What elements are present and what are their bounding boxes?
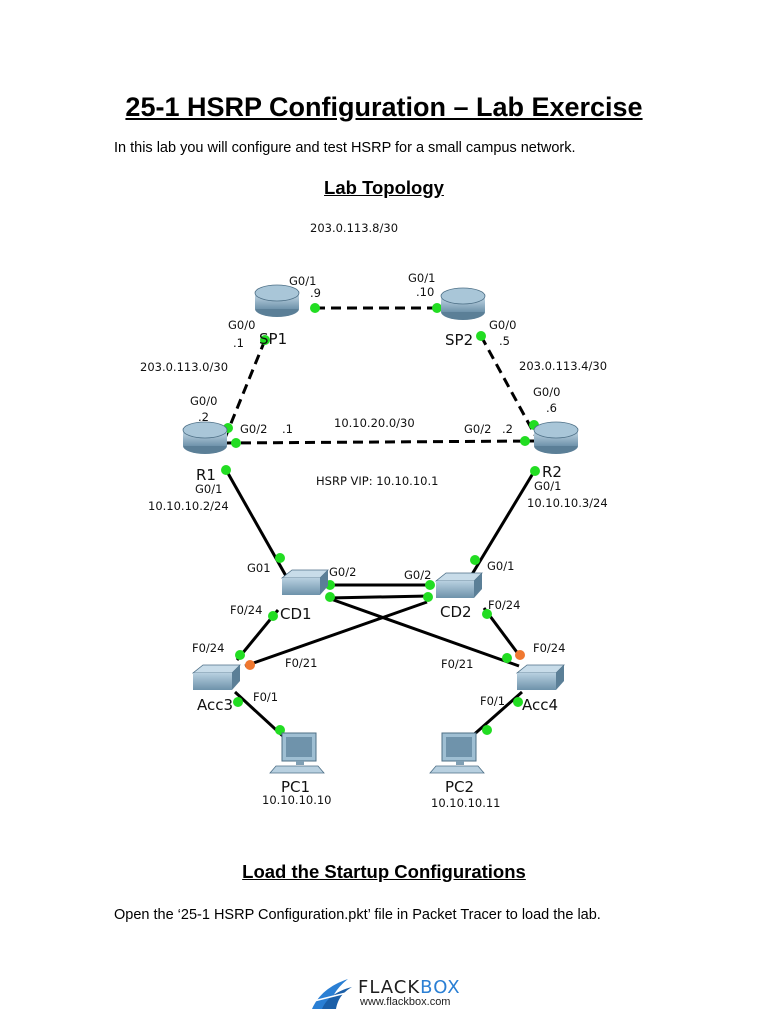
- brand-name: FLACKBOX: [358, 977, 461, 998]
- label-r1-lan-ip: 10.10.10.2/24: [148, 499, 229, 513]
- label-r2-g01: G0/1: [534, 479, 561, 493]
- section-heading-load: Load the Startup Configurations: [242, 861, 526, 882]
- label-acc4-f01: F0/1: [480, 694, 505, 708]
- label-sp-link-network: 203.0.113.8/30: [310, 221, 398, 235]
- label-sp1-g00: G0/0: [228, 318, 255, 332]
- label-r1-r2-network: 10.10.20.0/30: [334, 416, 415, 430]
- label-acc3-f01: F0/1: [253, 690, 278, 704]
- label-cd2-g02: G0/2: [404, 568, 431, 582]
- router-r2-icon: [533, 421, 579, 454]
- label-hsrp-vip: HSRP VIP: 10.10.10.1: [316, 474, 438, 488]
- link-r2-cd2: [469, 469, 537, 577]
- section-heading-topology: Lab Topology: [324, 177, 444, 198]
- label-acc3-f021: F0/21: [285, 656, 317, 670]
- page-title: 25-1 HSRP Configuration – Lab Exercise: [125, 92, 643, 122]
- label-cd2-f024: F0/24: [488, 598, 520, 612]
- brand-url: www.flackbox.com: [360, 996, 451, 1008]
- label-sp1-g00-ip: .1: [233, 336, 244, 350]
- label-sp2-g00-ip: .5: [499, 334, 510, 348]
- label-sp2-g01: G0/1: [408, 271, 435, 285]
- label-r2-sp2-network: 203.0.113.4/30: [519, 359, 607, 373]
- port-lights: [221, 303, 540, 735]
- label-r1: R1: [196, 466, 216, 484]
- router-r1-icon: [182, 421, 228, 454]
- label-pc1-ip: 10.10.10.10: [262, 793, 332, 807]
- label-sp2: SP2: [445, 331, 473, 349]
- label-cd1-g01: G01: [247, 561, 271, 575]
- link-sp2-r2: [479, 335, 537, 436]
- link-r1-r2: [224, 439, 536, 445]
- switch-acc3-icon: [191, 664, 241, 690]
- link-cd2-acc3: [244, 600, 428, 668]
- pc1-icon: [269, 732, 325, 774]
- label-r2-g00-ip: .6: [546, 401, 557, 415]
- flackbox-wing-icon: [312, 979, 352, 1009]
- link-sp1-r1: [223, 339, 267, 439]
- label-cd1: CD1: [280, 605, 312, 623]
- label-sp2-g00: G0/0: [489, 318, 516, 332]
- label-acc4-f021: F0/21: [441, 657, 473, 671]
- intro-text: In this lab you will configure and test …: [114, 140, 576, 156]
- label-cd1-g02: G0/2: [329, 565, 356, 579]
- label-r1-g00-ip: .2: [198, 410, 209, 424]
- link-cd1-cd2-b: [327, 594, 430, 600]
- label-pc2-ip: 10.10.10.11: [431, 796, 501, 810]
- label-r2-g02-ip: .2: [502, 422, 513, 436]
- router-sp1-icon: [254, 284, 300, 317]
- flackbox-logo: FLACKBOX www.flackbox.com: [308, 975, 468, 1011]
- link-cd1-acc4: [327, 596, 520, 668]
- label-cd2-g01: G0/1: [487, 559, 514, 573]
- links: [223, 306, 537, 740]
- label-r1-g02-ip: .1: [282, 422, 293, 436]
- label-sp1-g01-ip: .9: [310, 286, 321, 300]
- load-instructions: Open the ‘25-1 HSRP Configuration.pkt’ f…: [114, 907, 601, 923]
- switch-cd2-icon: [434, 572, 483, 598]
- pc2-icon: [429, 732, 485, 774]
- switch-acc4-icon: [515, 664, 565, 690]
- label-sp1: SP1: [259, 330, 287, 348]
- label-acc4: Acc4: [522, 696, 558, 714]
- label-acc3: Acc3: [197, 696, 233, 714]
- label-acc3-f024: F0/24: [192, 641, 224, 655]
- label-pc1: PC1: [281, 778, 310, 796]
- label-r2: R2: [542, 463, 562, 481]
- label-r1-g02: G0/2: [240, 422, 267, 436]
- network-topology-diagram: 203.0.113.8/30 203.0.113.0/30 203.0.113.…: [140, 221, 608, 810]
- switch-cd1-icon: [280, 569, 329, 595]
- label-cd2: CD2: [440, 603, 472, 621]
- label-pc2: PC2: [445, 778, 474, 796]
- label-sp1-g01: G0/1: [289, 274, 316, 288]
- label-r2-g02: G0/2: [464, 422, 491, 436]
- router-sp2-icon: [440, 287, 486, 320]
- label-acc4-f024: F0/24: [533, 641, 565, 655]
- label-r1-sp1-network: 203.0.113.0/30: [140, 360, 228, 374]
- label-r2-g00: G0/0: [533, 385, 560, 399]
- label-r2-lan-ip: 10.10.10.3/24: [527, 496, 608, 510]
- label-sp2-g01-ip: .10: [416, 285, 434, 299]
- label-cd1-f024: F0/24: [230, 603, 262, 617]
- label-r1-g00: G0/0: [190, 394, 217, 408]
- label-r1-g01: G0/1: [195, 482, 222, 496]
- link-acc4-pc2: [469, 690, 523, 740]
